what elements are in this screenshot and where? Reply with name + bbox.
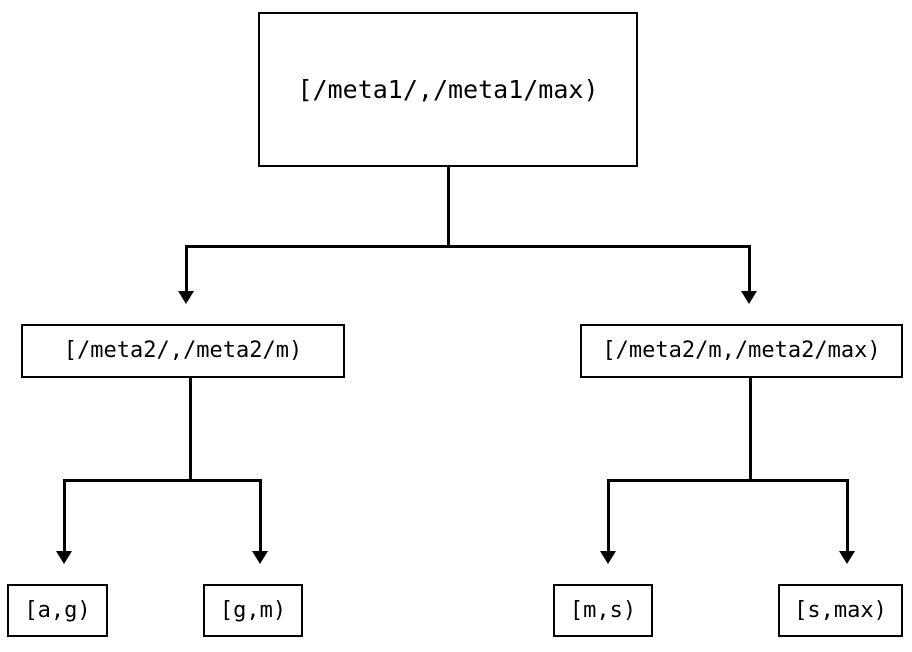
tree-node-leaf-0-label: [a,g) xyxy=(24,597,91,623)
triangle-down-arrowhead-icon-leaf-2 xyxy=(600,551,616,564)
triangle-down-arrowhead-icon-leaf-3 xyxy=(839,551,855,564)
tree-node-leaf-3-label: [s,max) xyxy=(794,597,887,623)
tree-node-leaf-2-label: [m,s) xyxy=(569,597,637,623)
edge-mid-right-to-leaf-2 xyxy=(607,479,610,552)
edge-mid-right-to-leaf-3 xyxy=(846,479,849,552)
tree-node-root-label: [/meta1/,/meta1/max) xyxy=(297,75,599,104)
tree-node-mid-left[interactable]: [/meta2/,/meta2/m) xyxy=(21,324,345,378)
triangle-down-arrowhead-icon-leaf-0 xyxy=(56,551,72,564)
tree-node-leaf-3[interactable]: [s,max) xyxy=(778,584,903,637)
edge-root-horizontal xyxy=(185,245,751,248)
edge-root-to-mid-right xyxy=(748,245,751,292)
tree-node-leaf-0[interactable]: [a,g) xyxy=(7,584,108,637)
edge-mid-left-to-leaf-0 xyxy=(63,479,66,552)
tree-node-mid-right-label: [/meta2/m,/meta2/max) xyxy=(602,338,881,363)
tree-node-leaf-2[interactable]: [m,s) xyxy=(553,584,653,637)
edge-mid-right-horizontal xyxy=(607,479,849,482)
edge-mid-left-to-leaf-1 xyxy=(259,479,262,552)
tree-node-leaf-1-label: [g,m) xyxy=(219,597,287,623)
edge-root-stem xyxy=(447,167,450,247)
triangle-down-arrowhead-icon-mid-left xyxy=(178,291,194,304)
edge-root-to-mid-left xyxy=(185,245,188,292)
tree-node-mid-right[interactable]: [/meta2/m,/meta2/max) xyxy=(580,324,903,378)
triangle-down-arrowhead-icon-leaf-1 xyxy=(252,551,268,564)
edge-mid-left-stem xyxy=(189,378,192,481)
tree-node-mid-left-label: [/meta2/,/meta2/m) xyxy=(63,338,303,363)
tree-node-leaf-1[interactable]: [g,m) xyxy=(203,584,303,637)
tree-node-root[interactable]: [/meta1/,/meta1/max) xyxy=(258,12,638,167)
triangle-down-arrowhead-icon-mid-right xyxy=(741,291,757,304)
edge-mid-left-horizontal xyxy=(63,479,262,482)
edge-mid-right-stem xyxy=(749,378,752,481)
